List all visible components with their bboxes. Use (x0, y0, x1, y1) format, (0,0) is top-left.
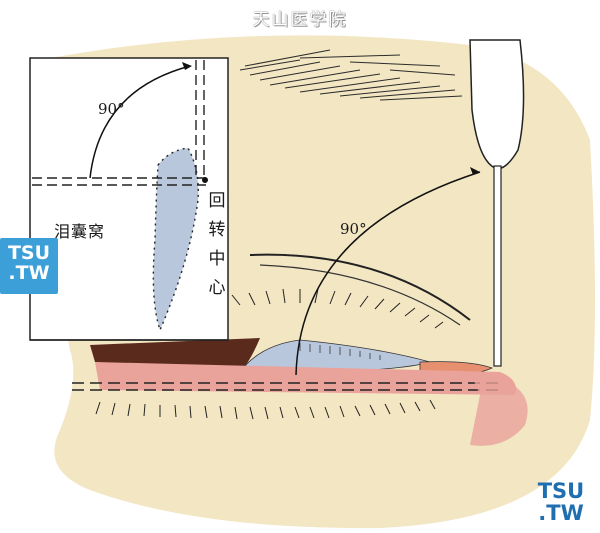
upper-lashes (231, 288, 444, 329)
page-title: 天山医学院 (252, 10, 348, 30)
lower-lashes (95, 399, 436, 420)
angle-label-main: 90° (340, 220, 367, 238)
lower-rim (470, 372, 528, 446)
conjunctiva (95, 362, 516, 395)
angle-label-inset: 90° (98, 100, 125, 118)
angle-arc-main (295, 171, 481, 376)
logo-line-1: TSU (7, 242, 51, 264)
lacrimal-sac (152, 147, 199, 332)
probe-shaft (493, 165, 502, 367)
watermark-logo-left: TSU .TW (0, 238, 58, 294)
watermark-logo-right: TSU .TW (528, 480, 594, 530)
probe-handle (469, 39, 525, 170)
logo-line-2: .TW (8, 261, 50, 284)
lid-crease (249, 253, 471, 321)
logo-line-1: TSU (537, 479, 585, 503)
rotation-point (202, 177, 208, 183)
inset-panel (29, 57, 229, 341)
rotation-center-label: 回转中心 (208, 191, 226, 298)
lacrimal-sac-label: 泪囊窝 (54, 222, 106, 241)
eyebrow (239, 49, 463, 101)
angle-arc-inset (89, 65, 191, 179)
lid-crease-2 (259, 264, 461, 326)
logo-line-2: .TW (538, 501, 584, 526)
